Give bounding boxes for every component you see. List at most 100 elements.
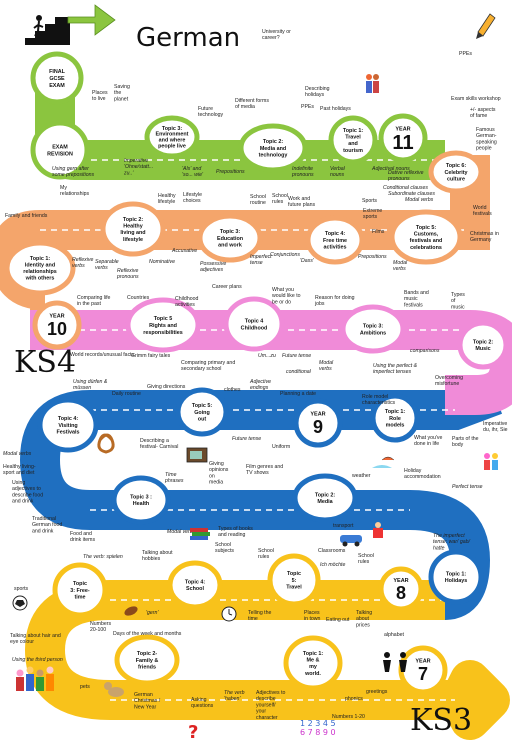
orange-topic4-node-line: Topic 4: [325, 231, 345, 237]
pink-topic2-node-line: Music [475, 346, 490, 352]
blue-topic2-node: Topic 2:Media [292, 473, 358, 523]
car-icon [340, 535, 362, 547]
orange-topic1-node-line: relationships [23, 269, 57, 275]
label-ppes1: PPEs [301, 104, 314, 110]
pencil-icon [476, 13, 496, 39]
blue-topic1-holidays-node-line: Holidays [445, 578, 467, 584]
orange-topic5-node-line: Customs, [414, 232, 439, 238]
pink-topic5-node-line: Topic 5 [154, 316, 172, 322]
label-conditional-clauses: Conditional clauses [383, 185, 428, 191]
label-films: Films [372, 229, 385, 235]
pink-topic5-node-line: responsibilities [143, 330, 183, 336]
label-past-holidays: Past holidays [320, 106, 351, 112]
svg-text:?: ? [188, 722, 198, 742]
pink-topic2-node: Topic 2:Music [457, 320, 509, 370]
green-topic1-node-line: Topic 1: [343, 128, 363, 134]
orange-topic3-node-line: Topic 3: [220, 229, 240, 235]
label-classrooms: Classrooms [318, 548, 346, 554]
orange-topic4-node-line: activities [323, 245, 346, 251]
final-gcse-exam-node-line: FINAL [49, 69, 66, 75]
label-future-tense: Future tense [232, 436, 261, 442]
label-eating-out: Eating out [326, 617, 350, 623]
label-greetings: greetings [366, 689, 388, 695]
final-gcse-exam-node-line: GCSE [49, 76, 65, 82]
label-perfect-tense: Perfect tense [452, 484, 483, 490]
green-topic3-node-line: and where [159, 138, 186, 144]
year-11-node-number: 11 [392, 132, 413, 154]
label-days-week: Days of the week and months [113, 631, 182, 637]
yellow-topic3-node-line: 3: Free- [70, 588, 90, 594]
yellow-topic5-node-line: Topic [287, 571, 301, 577]
yellow-topic2-node-line: Topic 2- [137, 651, 157, 657]
label-ppes2: PPEs [459, 51, 472, 57]
yellow-topic5-node-line: Travel [286, 585, 302, 591]
label-pets: pets [80, 684, 90, 690]
label-giving-directions: Giving directions [147, 384, 186, 390]
label-dass: 'Dass' [300, 258, 315, 264]
blue-topic4-node-line: Topic 4: [58, 416, 78, 422]
green-topic3-node-line: Topic 3: [162, 126, 182, 132]
blue-topic1-node-line: models [386, 423, 405, 429]
numbers-icon: 1 2 3 4 5 6 7 8 9 0 [300, 719, 336, 737]
label-imperative: Imperative'Ohne/statt...zu..' [123, 158, 153, 176]
green-topic3-node-line: Environment [156, 132, 189, 138]
final-gcse-exam-node-line: EXAM [49, 83, 65, 89]
green-topic3-node-line: people live [158, 143, 186, 149]
label-weather: weather [352, 473, 371, 479]
clock-icon [221, 606, 237, 622]
blue-topic1-node-line: Role [389, 416, 401, 422]
blue-topic4-node-line: Visiting [58, 423, 77, 429]
blue-road [19, 376, 503, 620]
people-pair-icon [366, 74, 379, 93]
yellow-topic2-node-line: Family & [136, 658, 159, 664]
label-modal-verbs: Modal verbs [3, 451, 32, 457]
year-8-node-label: YEAR [393, 578, 408, 584]
yellow-topic3-node-line: time [74, 595, 85, 601]
orange-topic2-node-line: living and [120, 230, 145, 236]
year-9-node-label: YEAR [310, 411, 325, 417]
blue-topic1-holidays-node: Topic 1:Holidays [428, 549, 484, 605]
orange-topic5-node-line: Topic 5: [416, 225, 436, 231]
books-icon [190, 528, 210, 540]
label-phonics: phonics [345, 696, 363, 702]
label-exam-workshop: Exam skills workshop [451, 96, 501, 102]
blue-topic3-node: Topic 3 :Health [111, 475, 171, 525]
label-conditional: conditional [286, 369, 312, 375]
green-topic2-node-line: Media and [260, 146, 286, 152]
orange-topic6-node-line: Celebrity [444, 170, 467, 176]
blue-topic2-node-line: Topic 2: [315, 493, 335, 499]
